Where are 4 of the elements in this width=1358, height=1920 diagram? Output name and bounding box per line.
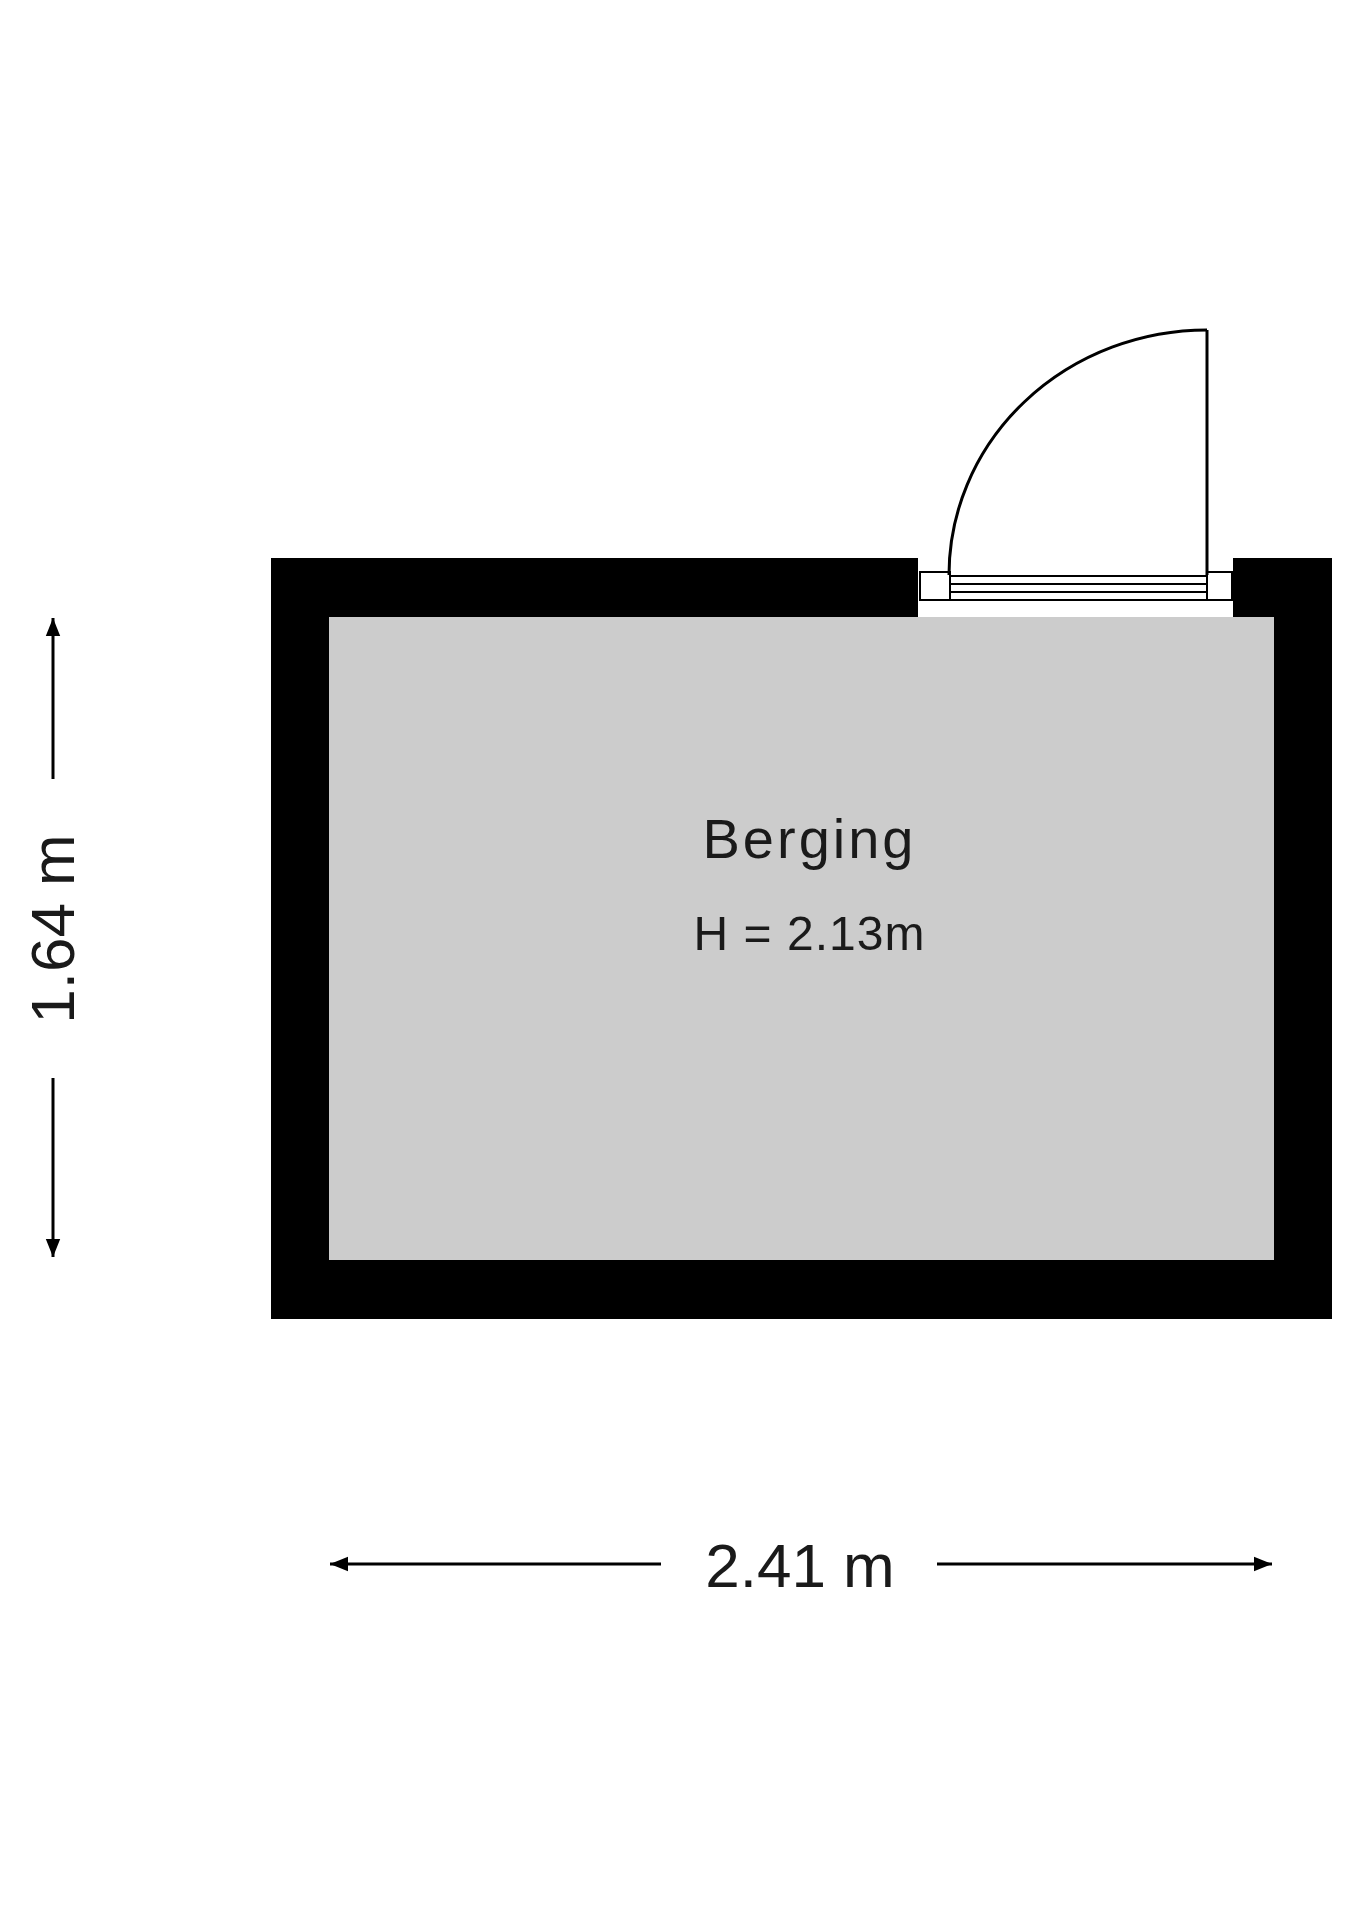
dimension-label: 1.64 m [22,834,84,1024]
dimension-label: 2.41 m [705,1535,895,1597]
room-area [329,617,1274,1260]
room-height: H = 2.13m [693,910,926,958]
